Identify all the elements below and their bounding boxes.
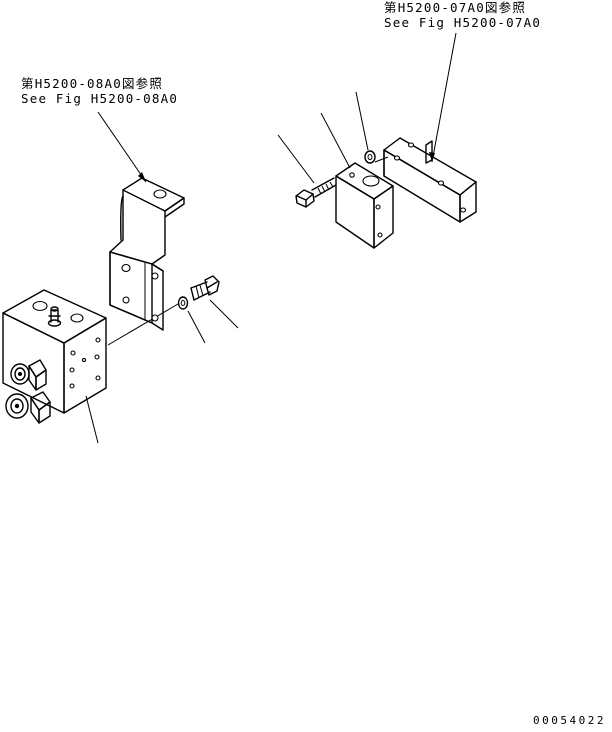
washer-left — [177, 296, 189, 310]
leader-bolt-right — [277, 134, 315, 184]
reference-note-h5200-08a0: 第H5200-08A0図参照 See Fig H5200-08A0 — [21, 76, 178, 106]
leader-to-plate — [431, 32, 457, 163]
leader-valve-block — [85, 395, 99, 444]
washer-right — [364, 150, 376, 164]
reference-jp-text: 第H5200-07A0図参照 — [384, 0, 527, 15]
spacer-block — [335, 162, 394, 249]
leader-spacer-block — [320, 112, 351, 169]
bolt-right — [295, 177, 337, 208]
reference-en-text: See Fig H5200-08A0 — [21, 91, 179, 106]
plate — [383, 137, 477, 223]
leader-washer-right — [355, 91, 369, 151]
bracket — [109, 177, 185, 331]
leader-lines — [85, 32, 457, 444]
bolt-left — [190, 275, 220, 301]
reference-note-h5200-07a0: 第H5200-07A0図参照 See Fig H5200-07A0 — [384, 0, 541, 30]
figure-code: 00054022 — [533, 714, 606, 727]
reference-jp-text: 第H5200-08A0図参照 — [21, 76, 164, 91]
valve-block — [2, 289, 107, 424]
reference-en-text: See Fig H5200-07A0 — [384, 15, 542, 30]
assembly-axis-right — [374, 156, 389, 163]
leader-to-bracket — [97, 111, 147, 183]
leader-washer-left — [187, 310, 206, 344]
leader-bolt-left — [209, 299, 239, 329]
assembly-axis-left — [107, 303, 179, 346]
